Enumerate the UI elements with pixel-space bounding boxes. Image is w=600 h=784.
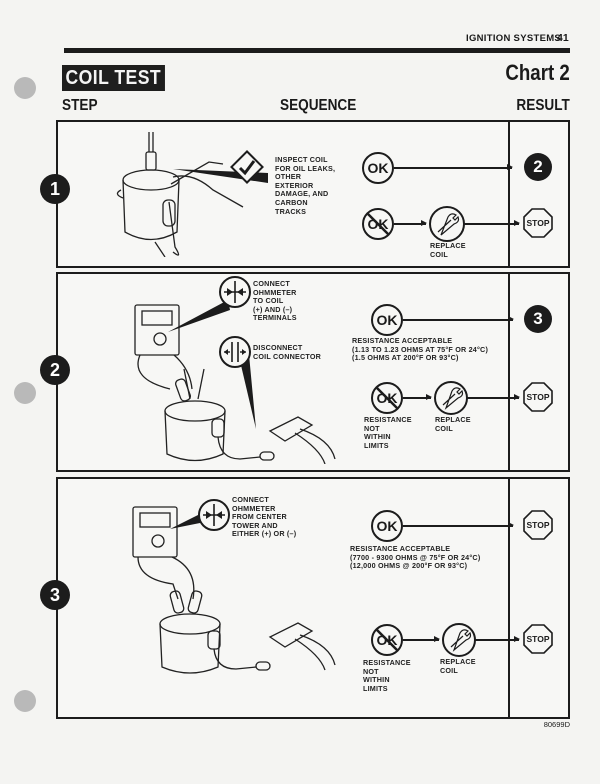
running-head: IGNITION SYSTEMS — [466, 33, 562, 44]
go-to-step-badge: 3 — [524, 305, 552, 333]
ohmmeter-coil-illustration — [134, 304, 336, 464]
step-number-3: 3 — [40, 580, 70, 610]
result-divider — [508, 122, 510, 266]
disconnect-connector-icon — [219, 336, 251, 368]
page-title: COIL TEST — [62, 65, 165, 91]
step-number-2: 2 — [40, 355, 70, 385]
resistance-acceptable-text: RESISTANCE ACCEPTABLE(7700 - 9300 OHMS @… — [350, 544, 481, 571]
result-divider — [508, 479, 510, 717]
column-header-sequence: SEQUENCE — [280, 97, 357, 114]
not-ok-icon: OK — [362, 208, 394, 240]
figure-code: 80699D — [543, 720, 570, 729]
result-divider — [508, 274, 510, 470]
stop-sign-icon: STOP — [523, 208, 553, 238]
ohmmeter-coil-illustration — [132, 506, 336, 674]
step-number-1: 1 — [40, 174, 70, 204]
flow-arrow — [464, 220, 520, 226]
checkmark-diamond-icon — [230, 150, 264, 184]
stop-sign-icon: STOP — [523, 510, 553, 540]
stop-sign-icon: STOP — [523, 624, 553, 654]
flow-arrow — [403, 522, 514, 528]
go-to-step-badge: 2 — [524, 153, 552, 181]
binder-hole — [14, 382, 36, 404]
stop-sign-icon: STOP — [523, 382, 553, 412]
flow-arrow — [394, 220, 427, 226]
chart-label: Chart 2 — [505, 60, 570, 85]
flow-arrow — [403, 636, 440, 642]
column-header-step: STEP — [62, 97, 98, 114]
header-rule — [64, 48, 570, 53]
connect-ohmmeter-icon — [219, 276, 251, 308]
not-ok-icon: OK — [371, 382, 403, 414]
flow-arrow — [467, 394, 520, 400]
connect-ohmmeter-icon — [198, 499, 230, 531]
binder-hole — [14, 77, 36, 99]
resistance-acceptable-text: RESISTANCE ACCEPTABLE(1.13 TO 1.23 OHMS … — [352, 336, 489, 363]
wrench-icon — [434, 381, 468, 415]
page-number: 41 — [557, 32, 569, 44]
binder-hole — [14, 690, 36, 712]
ok-icon: OK — [371, 510, 403, 542]
flow-arrow — [475, 636, 520, 642]
ok-icon: OK — [362, 152, 394, 184]
column-header-result: RESULT — [516, 97, 570, 114]
coil-inspection-illustration — [116, 132, 244, 257]
flow-arrow — [394, 164, 513, 170]
wrench-icon — [429, 206, 465, 242]
flow-arrow — [403, 394, 432, 400]
ok-icon: OK — [371, 304, 403, 336]
not-ok-icon: OK — [371, 624, 403, 656]
wrench-icon — [442, 623, 476, 657]
callout-pointer — [168, 300, 230, 332]
flow-arrow — [403, 316, 514, 322]
